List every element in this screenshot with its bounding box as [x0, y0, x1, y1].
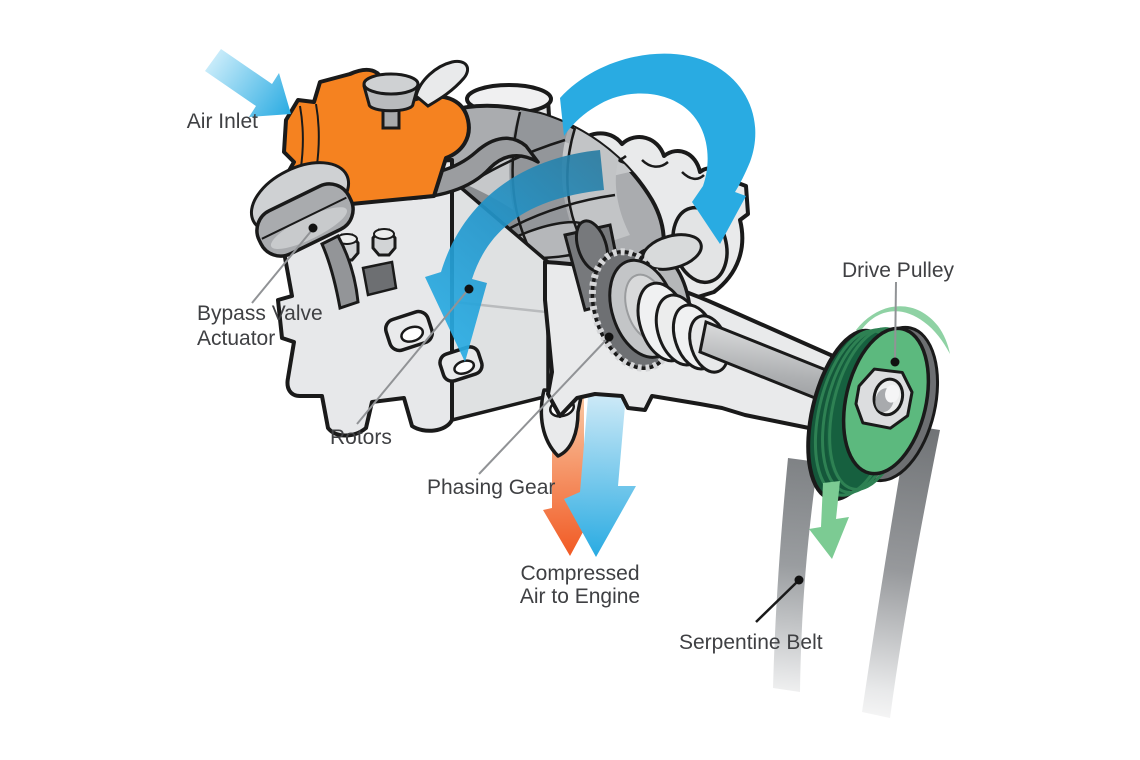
actuator-arm	[320, 234, 360, 310]
compressed-air-label-line2: Air to Engine	[520, 585, 640, 608]
phasing-gear-label: Phasing Gear	[427, 476, 555, 499]
serpentine-belt-label: Serpentine Belt	[679, 631, 823, 654]
drive-pulley-dot	[890, 357, 900, 367]
rotor-swirl-arrow-icon	[425, 150, 604, 362]
rear-swirl-arrow-icon	[560, 53, 756, 244]
bypass-leader	[251, 229, 313, 304]
serpentine-belt	[773, 425, 940, 718]
rotors-dot	[464, 284, 474, 294]
belt-left-strand	[773, 458, 818, 692]
pulley-rotation-arrow-icon	[856, 306, 950, 354]
belt-direction-arrow-icon	[809, 481, 849, 559]
inlet-bolt-knob	[362, 72, 420, 130]
bypass-valve-actuator-label-line2: Actuator	[197, 327, 275, 350]
leader-dots	[308, 223, 900, 585]
drive-pulley-label: Drive Pulley	[842, 259, 955, 282]
hex-bolt	[371, 228, 397, 257]
rotors-leader	[356, 290, 468, 425]
compressed-air-blue-arrow-icon	[564, 394, 636, 557]
drive-pulley-leader	[894, 281, 897, 361]
serpentine-belt-leader	[755, 581, 798, 623]
mount-lug	[438, 345, 484, 383]
leader-lines	[251, 229, 897, 623]
rotors-label: Rotors	[330, 426, 392, 449]
serpentine-belt-dot	[794, 575, 804, 585]
mount-lug	[383, 309, 435, 353]
labels: Air Inlet Bypass Valve Actuator Rotors P…	[187, 110, 955, 654]
air-inlet-arrow-icon	[205, 49, 291, 117]
bypass-dot	[308, 223, 318, 233]
belt-right-strand	[862, 425, 940, 718]
bypass-valve-actuator-label-line1: Bypass Valve	[197, 302, 323, 325]
actuator-seam	[261, 196, 347, 240]
inlet-wing-handle	[414, 59, 469, 108]
drive-pulley	[806, 325, 940, 502]
nut-hole-highlight	[885, 384, 900, 403]
phasing-gear-leader	[478, 338, 608, 475]
compressed-air-label-line1: Compressed	[520, 562, 639, 585]
phasing-gear-dot	[604, 332, 614, 342]
air-inlet-label: Air Inlet	[187, 110, 258, 133]
plate-opening	[361, 260, 398, 297]
pulley-nut	[854, 367, 914, 430]
